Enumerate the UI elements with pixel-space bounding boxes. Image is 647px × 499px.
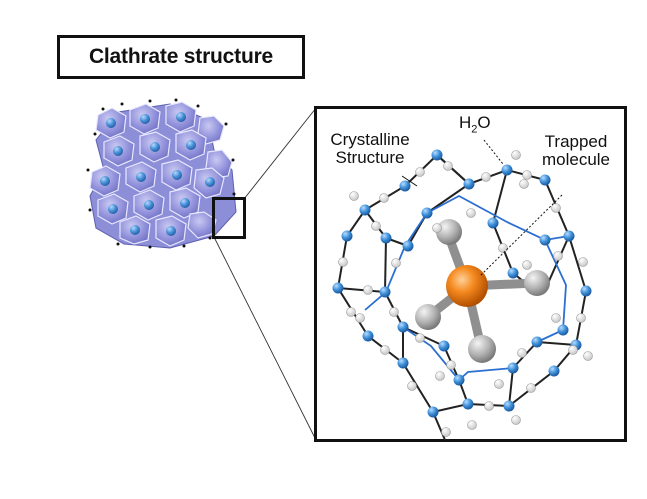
leader-trapped (479, 194, 563, 277)
label-structure: Structure (335, 148, 405, 167)
zoom-source-box (212, 197, 246, 239)
leader-crystalline (401, 175, 418, 187)
zoom-connector-top (243, 107, 317, 200)
title-box: Clathrate structure (57, 35, 305, 79)
label-trapped-molecule: Trapped molecule (532, 133, 620, 169)
hydrogen-atoms (338, 150, 593, 437)
label-h2o: H2O (459, 114, 491, 138)
zoom-connector-bottom (213, 236, 317, 441)
label-molecule: molecule (541, 150, 611, 169)
label-h2o-subscript: 2 (471, 123, 478, 136)
lattice-cluster (86, 98, 237, 249)
trapped-molecule (415, 219, 550, 363)
leader-h2o (483, 139, 504, 165)
label-crystalline: Crystalline (330, 130, 410, 149)
label-h2o-h: H (459, 113, 472, 132)
diagram-title: Clathrate structure (88, 45, 274, 68)
oxygen-atoms (332, 149, 592, 418)
label-h2o-o: O (477, 113, 491, 132)
label-trapped: Trapped (544, 132, 608, 151)
label-crystalline-structure: Crystalline Structure (322, 131, 418, 167)
